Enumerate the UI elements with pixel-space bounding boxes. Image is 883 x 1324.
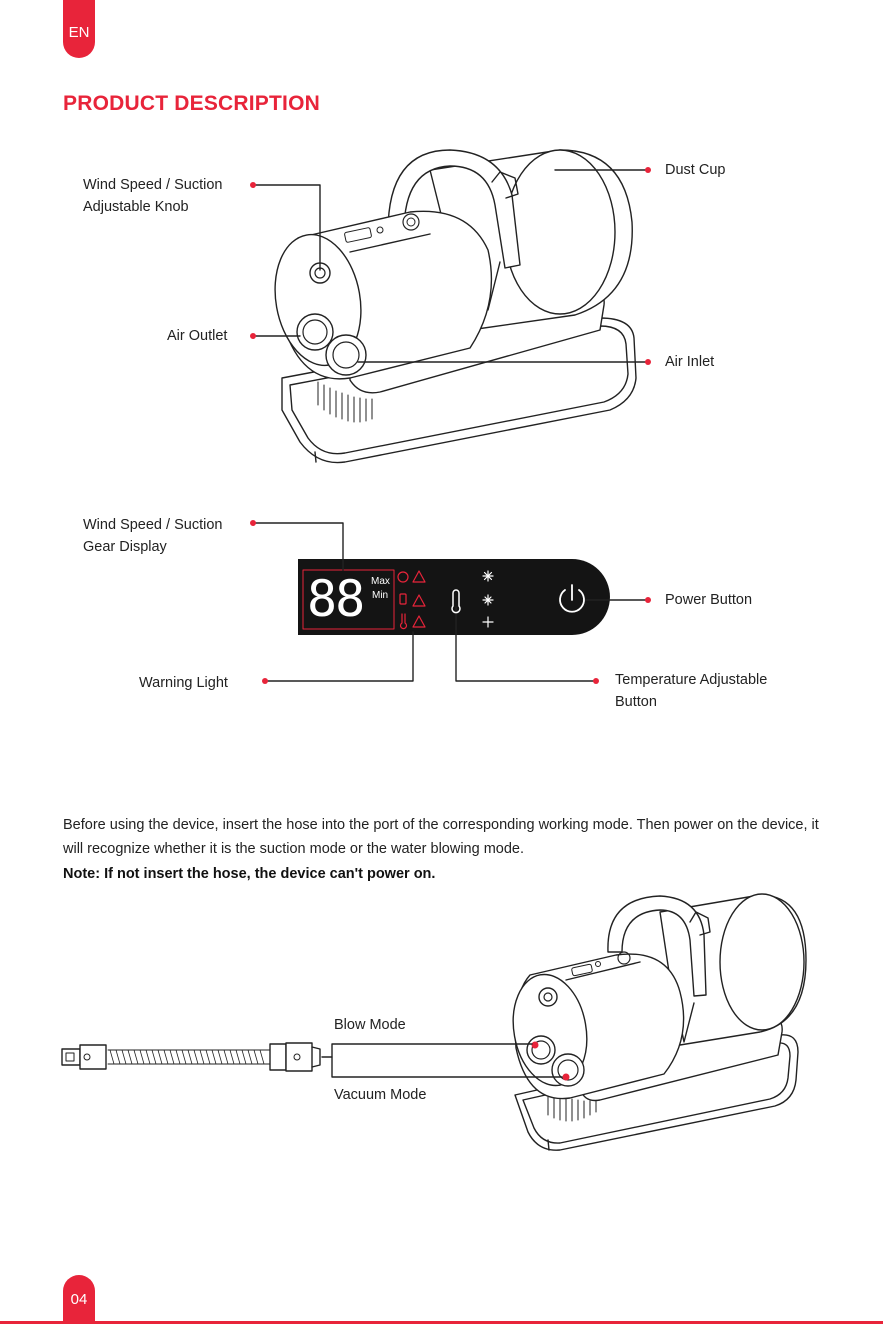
gear-display-digits: 88 [307, 570, 365, 628]
label-air-outlet: Air Outlet [167, 328, 228, 344]
callout-lines-modes [321, 1043, 563, 1078]
label-gear-line1: Wind Speed / Suction [83, 517, 223, 533]
label-knob-line1: Wind Speed / Suction [83, 177, 223, 193]
label-air-inlet: Air Inlet [665, 354, 715, 370]
label-gear-display: Wind Speed / Suction Gear Display [83, 514, 222, 558]
page-number-tab: 04 [63, 1275, 95, 1324]
label-warning-light: Warning Light [139, 675, 228, 691]
label-temp-line2: Button [615, 694, 657, 710]
label-knob-line2: Adjustable Knob [83, 199, 189, 215]
label-knob: Wind Speed / Suction Adjustable Knob [83, 174, 222, 218]
gear-max-label: Max [371, 576, 390, 587]
label-power-button: Power Button [665, 592, 753, 608]
device-illustration-hose [512, 893, 807, 1151]
instructions-note: Note: If not insert the hose, the device… [63, 866, 436, 882]
bottom-rule [0, 1321, 883, 1324]
section-title: PRODUCT DESCRIPTION [63, 92, 320, 115]
hose-illustration [61, 1042, 321, 1072]
callout-lines-main [252, 169, 649, 363]
label-vacuum-mode: Vacuum Mode [334, 1087, 427, 1103]
language-tab: EN [63, 0, 95, 58]
label-temp-line1: Temperature Adjustable [615, 672, 768, 688]
label-blow-mode: Blow Mode [334, 1017, 406, 1033]
gear-min-label: Min [372, 590, 389, 601]
control-panel [252, 522, 649, 682]
language-tab-label: EN [68, 23, 90, 41]
label-gear-line2: Gear Display [83, 539, 167, 555]
label-dust-cup: Dust Cup [665, 162, 726, 178]
page-number: 04 [70, 1291, 88, 1308]
instructions-paragraph: Before using the device, insert the hose… [63, 817, 819, 857]
device-illustration-main [274, 149, 637, 464]
label-temperature-button: Temperature Adjustable Button [615, 669, 767, 713]
